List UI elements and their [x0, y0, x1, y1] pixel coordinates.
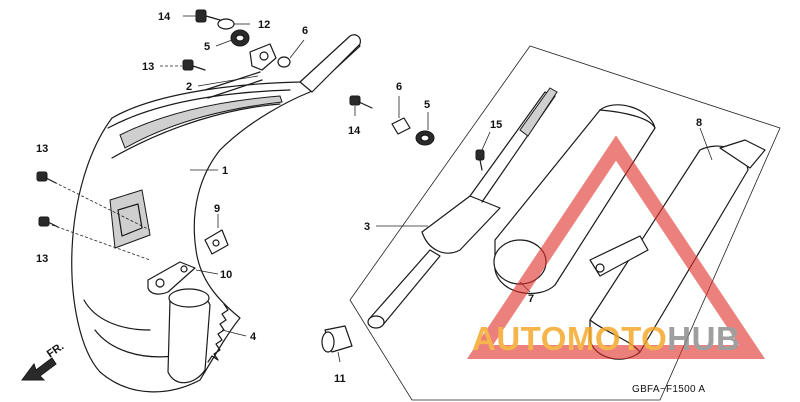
callout-3: 3: [364, 221, 370, 233]
watermark-hub: HUB: [667, 320, 740, 357]
bracket-9: [204, 229, 229, 255]
callout-10: 10: [220, 269, 232, 281]
callout-8: 8: [696, 117, 702, 129]
callout-15: 15: [490, 119, 502, 131]
bracket-10: [147, 261, 196, 295]
top-hardware: [182, 9, 291, 71]
front-label: FR.: [45, 340, 66, 360]
muffler-can: [589, 139, 766, 360]
front-direction-marker: FR.: [21, 340, 66, 381]
callout-13: 13: [36, 253, 48, 265]
watermark-triangle-icon: [466, 135, 766, 359]
watermark-auto: AUTO: [472, 320, 567, 357]
bracket-tube: [204, 71, 263, 99]
callout-6: 6: [302, 25, 308, 37]
front-arrow-icon: [21, 357, 57, 381]
callout-12: 12: [258, 19, 270, 31]
callout-11: 11: [334, 373, 346, 385]
right-small-hardware: [349, 95, 485, 171]
watermark-moto: MOTO: [567, 320, 667, 357]
callout-1: 1: [222, 165, 228, 177]
callout-7: 7: [528, 293, 534, 305]
callout-13: 13: [142, 61, 154, 73]
expansion-chamber: [71, 34, 361, 393]
callout-13: 13: [36, 143, 48, 155]
bolts-13-left: [36, 171, 59, 228]
callout-5: 5: [204, 41, 210, 53]
callouts: 14 12 5 6 13 2 13 1 13 9 10 4 6 5 14 15 …: [36, 11, 702, 385]
callout-4: 4: [250, 331, 257, 343]
callout-5: 5: [424, 99, 430, 111]
silencer-core-pipe: [367, 87, 558, 329]
callout-14: 14: [348, 125, 361, 137]
callout-14: 14: [158, 11, 171, 23]
watermark: AUTOMOTOHUB: [466, 135, 766, 359]
svg-text:AUTOMOTOHUB: AUTOMOTOHUB: [472, 320, 740, 357]
spring-4: [207, 303, 229, 363]
leader-lines: [49, 15, 713, 363]
callout-2: 2: [186, 81, 192, 93]
callout-6: 6: [396, 81, 402, 93]
callout-9: 9: [214, 203, 220, 215]
sleeve-11: [321, 325, 353, 353]
diagram-code: GBFA−F1500 A: [632, 384, 705, 395]
